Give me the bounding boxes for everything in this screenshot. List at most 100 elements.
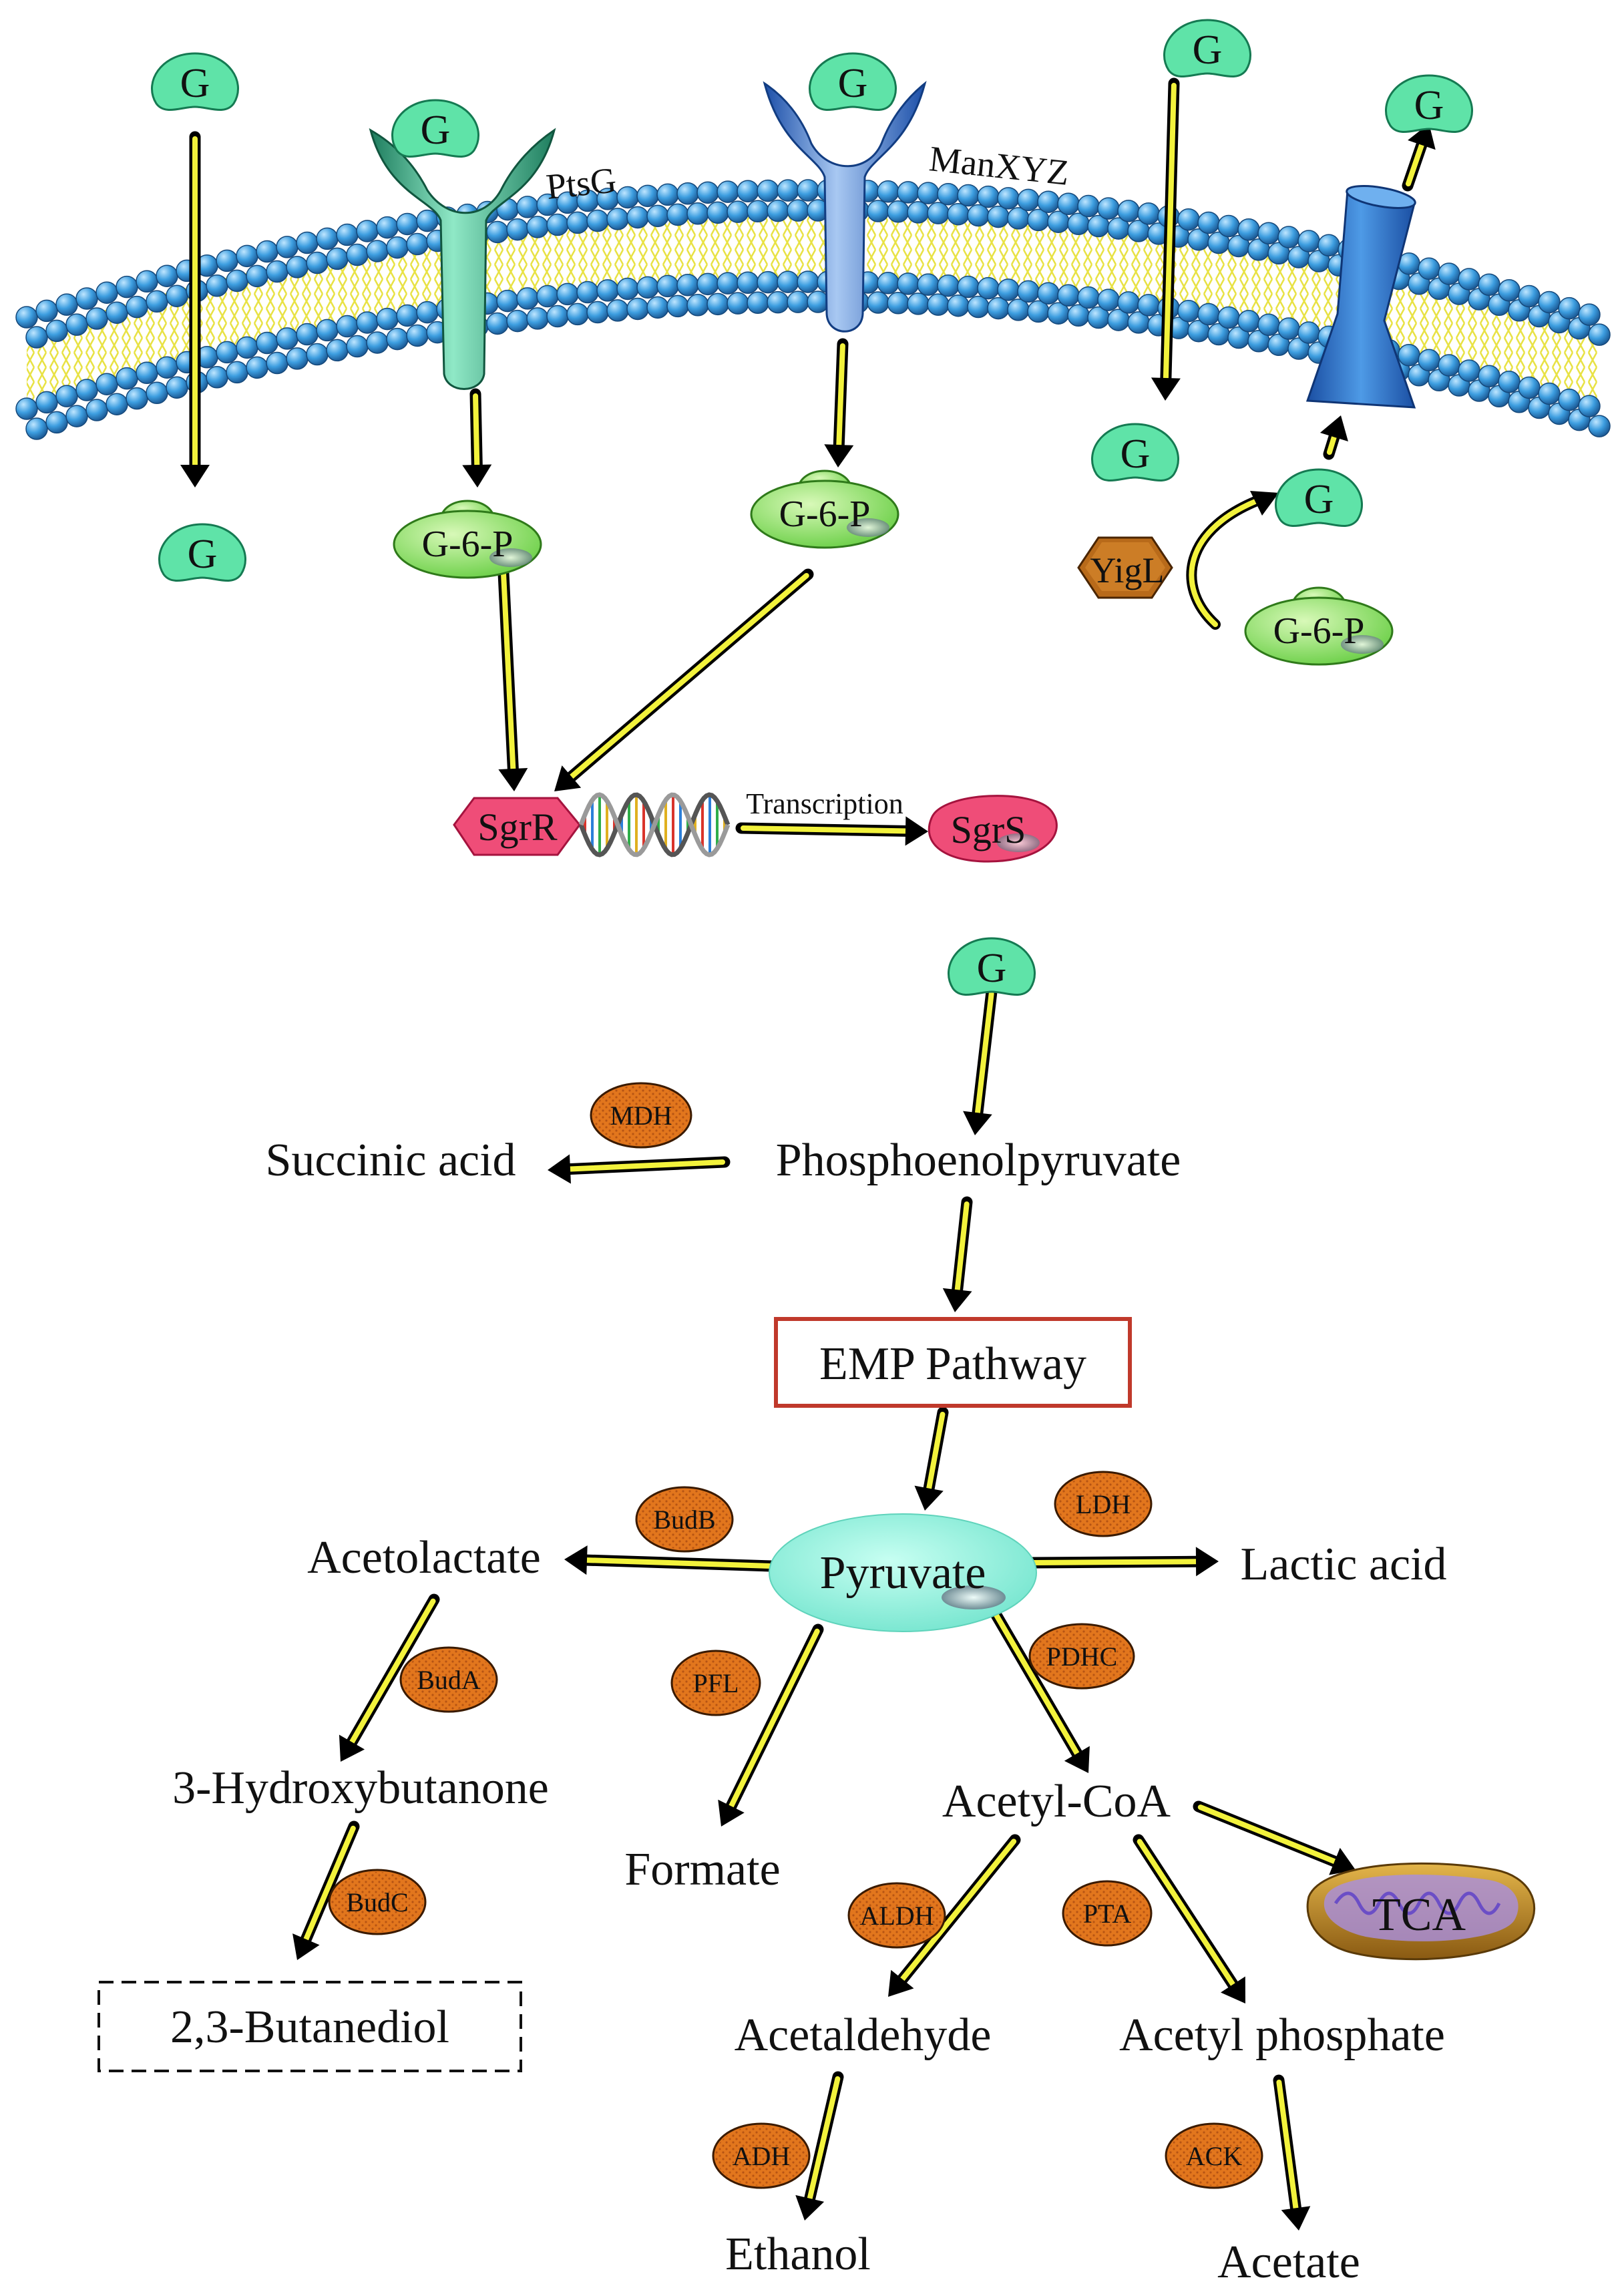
adh-label: ADH [733, 2141, 791, 2171]
arrow [914, 1406, 949, 1511]
arrow [1151, 77, 1181, 401]
yigl-enzyme: YigL [1077, 536, 1173, 599]
glucose-label: G [977, 946, 1007, 991]
arrow [548, 1154, 731, 1184]
budc-label: BudC [346, 1887, 408, 1917]
butanediol-box [97, 1981, 522, 2072]
glucose-molecule: G [948, 937, 1036, 996]
transcription-label: Transcription [746, 787, 903, 820]
pdhc-label: PDHC [1046, 1642, 1118, 1672]
glucose-molecule: G [1385, 74, 1473, 133]
tca-mitochondrion: TCA [1306, 1862, 1536, 1961]
arrow [942, 1196, 973, 1312]
arrow [888, 1834, 1021, 1997]
acetaldehyde-label: Acetaldehyde [735, 2010, 992, 2061]
arrow [795, 2071, 844, 2221]
g6p-label: G-6-P [779, 494, 871, 535]
arrow [989, 1607, 1090, 1773]
manxyz-transporter [763, 80, 927, 333]
glucose-molecule: G [1275, 468, 1363, 527]
pta-label: PTA [1083, 1899, 1131, 1929]
ack-label: ACK [1186, 2141, 1243, 2171]
aldh-label: ALDH [859, 1901, 934, 1931]
arrow [1402, 124, 1436, 192]
acetolactate-label: Acetolactate [307, 1532, 541, 1583]
glucose-label: G [188, 532, 218, 577]
glucose-molecule: G [158, 523, 246, 582]
ldh-enzyme: LDH [1054, 1471, 1153, 1537]
buda-label: BudA [417, 1665, 481, 1695]
g6p-label: G-6-P [422, 524, 514, 565]
arrow [1026, 1547, 1219, 1577]
arrow [1273, 2074, 1311, 2231]
glucose-label: G [838, 61, 868, 106]
tca-label: TCA [1372, 1889, 1466, 1941]
aldh-enzyme: ALDH [847, 1882, 946, 1949]
arrow [339, 1593, 440, 1762]
sgrr-regulator: SgrR [453, 797, 581, 856]
glucose-molecule: G [1163, 19, 1251, 77]
arrow [497, 554, 528, 791]
ack-enzyme: ACK [1165, 2122, 1263, 2189]
yigl-label: YigL [1090, 550, 1164, 590]
glucose-label: G [1414, 83, 1444, 128]
arrow [564, 1545, 777, 1575]
glucose-molecule: G [151, 52, 239, 111]
hydroxybutanone-label: 3-Hydroxybutanone [172, 1762, 549, 1814]
butanediol-label: 2,3-Butanediol [170, 2001, 449, 2053]
arrow [1193, 1800, 1356, 1875]
acetyl-phosphate-label: Acetyl phosphate [1119, 2010, 1445, 2061]
acetate-label: Acetate [1217, 2237, 1360, 2288]
glucose-molecule: G [809, 52, 897, 111]
ethanol-label: Ethanol [725, 2229, 871, 2280]
mdh-label: MDH [610, 1101, 672, 1131]
arrow [462, 388, 492, 488]
glucose-label: G [1193, 27, 1223, 73]
sgrs-label: SgrS [951, 808, 1026, 851]
adh-enzyme: ADH [712, 2122, 811, 2189]
yigl-dephosphorylation-arrow [1186, 491, 1279, 630]
g6p-molecule: G-6-P [1244, 586, 1394, 666]
arrow [963, 986, 998, 1135]
arrow [292, 1821, 360, 1960]
glucose-molecule: G [391, 99, 479, 158]
pyruvate-label: Pyruvate [820, 1547, 986, 1599]
phosphoenolpyruvate-label: Phosphoenolpyruvate [776, 1135, 1181, 1186]
glucose-label: G [1304, 477, 1334, 522]
arrow [180, 131, 210, 488]
formate-label: Formate [624, 1844, 780, 1895]
pdhc-enzyme: PDHC [1028, 1623, 1135, 1690]
glucose-label: G [421, 108, 451, 153]
arrow [718, 1623, 824, 1827]
pfl-label: PFL [693, 1668, 739, 1698]
ptsg-transporter [369, 128, 556, 390]
lactic-acid-label: Lactic acid [1241, 1539, 1447, 1590]
emp-pathway-box [774, 1317, 1132, 1408]
pta-enzyme: PTA [1062, 1880, 1153, 1947]
arrow [735, 816, 928, 846]
ptsg-label: PtsG [544, 160, 618, 207]
emp-pathway-label: EMP Pathway [819, 1338, 1086, 1390]
budb-enzyme: BudB [635, 1486, 734, 1553]
glucose-molecule: G [1091, 423, 1179, 482]
ldh-label: LDH [1076, 1489, 1131, 1519]
arrow [554, 568, 814, 791]
g6p-label: G-6-P [1273, 610, 1365, 652]
mdh-enzyme: MDH [590, 1082, 692, 1149]
arrow [1133, 1834, 1245, 2003]
buda-enzyme: BudA [399, 1646, 498, 1713]
succinic-acid-label: Succinic acid [265, 1135, 516, 1186]
pfl-enzyme: PFL [670, 1650, 761, 1716]
arrow [1320, 415, 1348, 460]
dna-helix [578, 792, 731, 857]
reaction-arrows [180, 77, 1436, 2231]
pyruvate-node: Pyruvate [769, 1513, 1037, 1632]
budc-enzyme: BudC [328, 1869, 427, 1935]
arrow [824, 338, 854, 467]
budb-label: BudB [653, 1505, 715, 1535]
glucose-label: G [1121, 431, 1151, 477]
sgrr-label: SgrR [477, 805, 558, 849]
g6p-molecule: G-6-P [393, 500, 542, 579]
glucose-label: G [180, 61, 210, 106]
